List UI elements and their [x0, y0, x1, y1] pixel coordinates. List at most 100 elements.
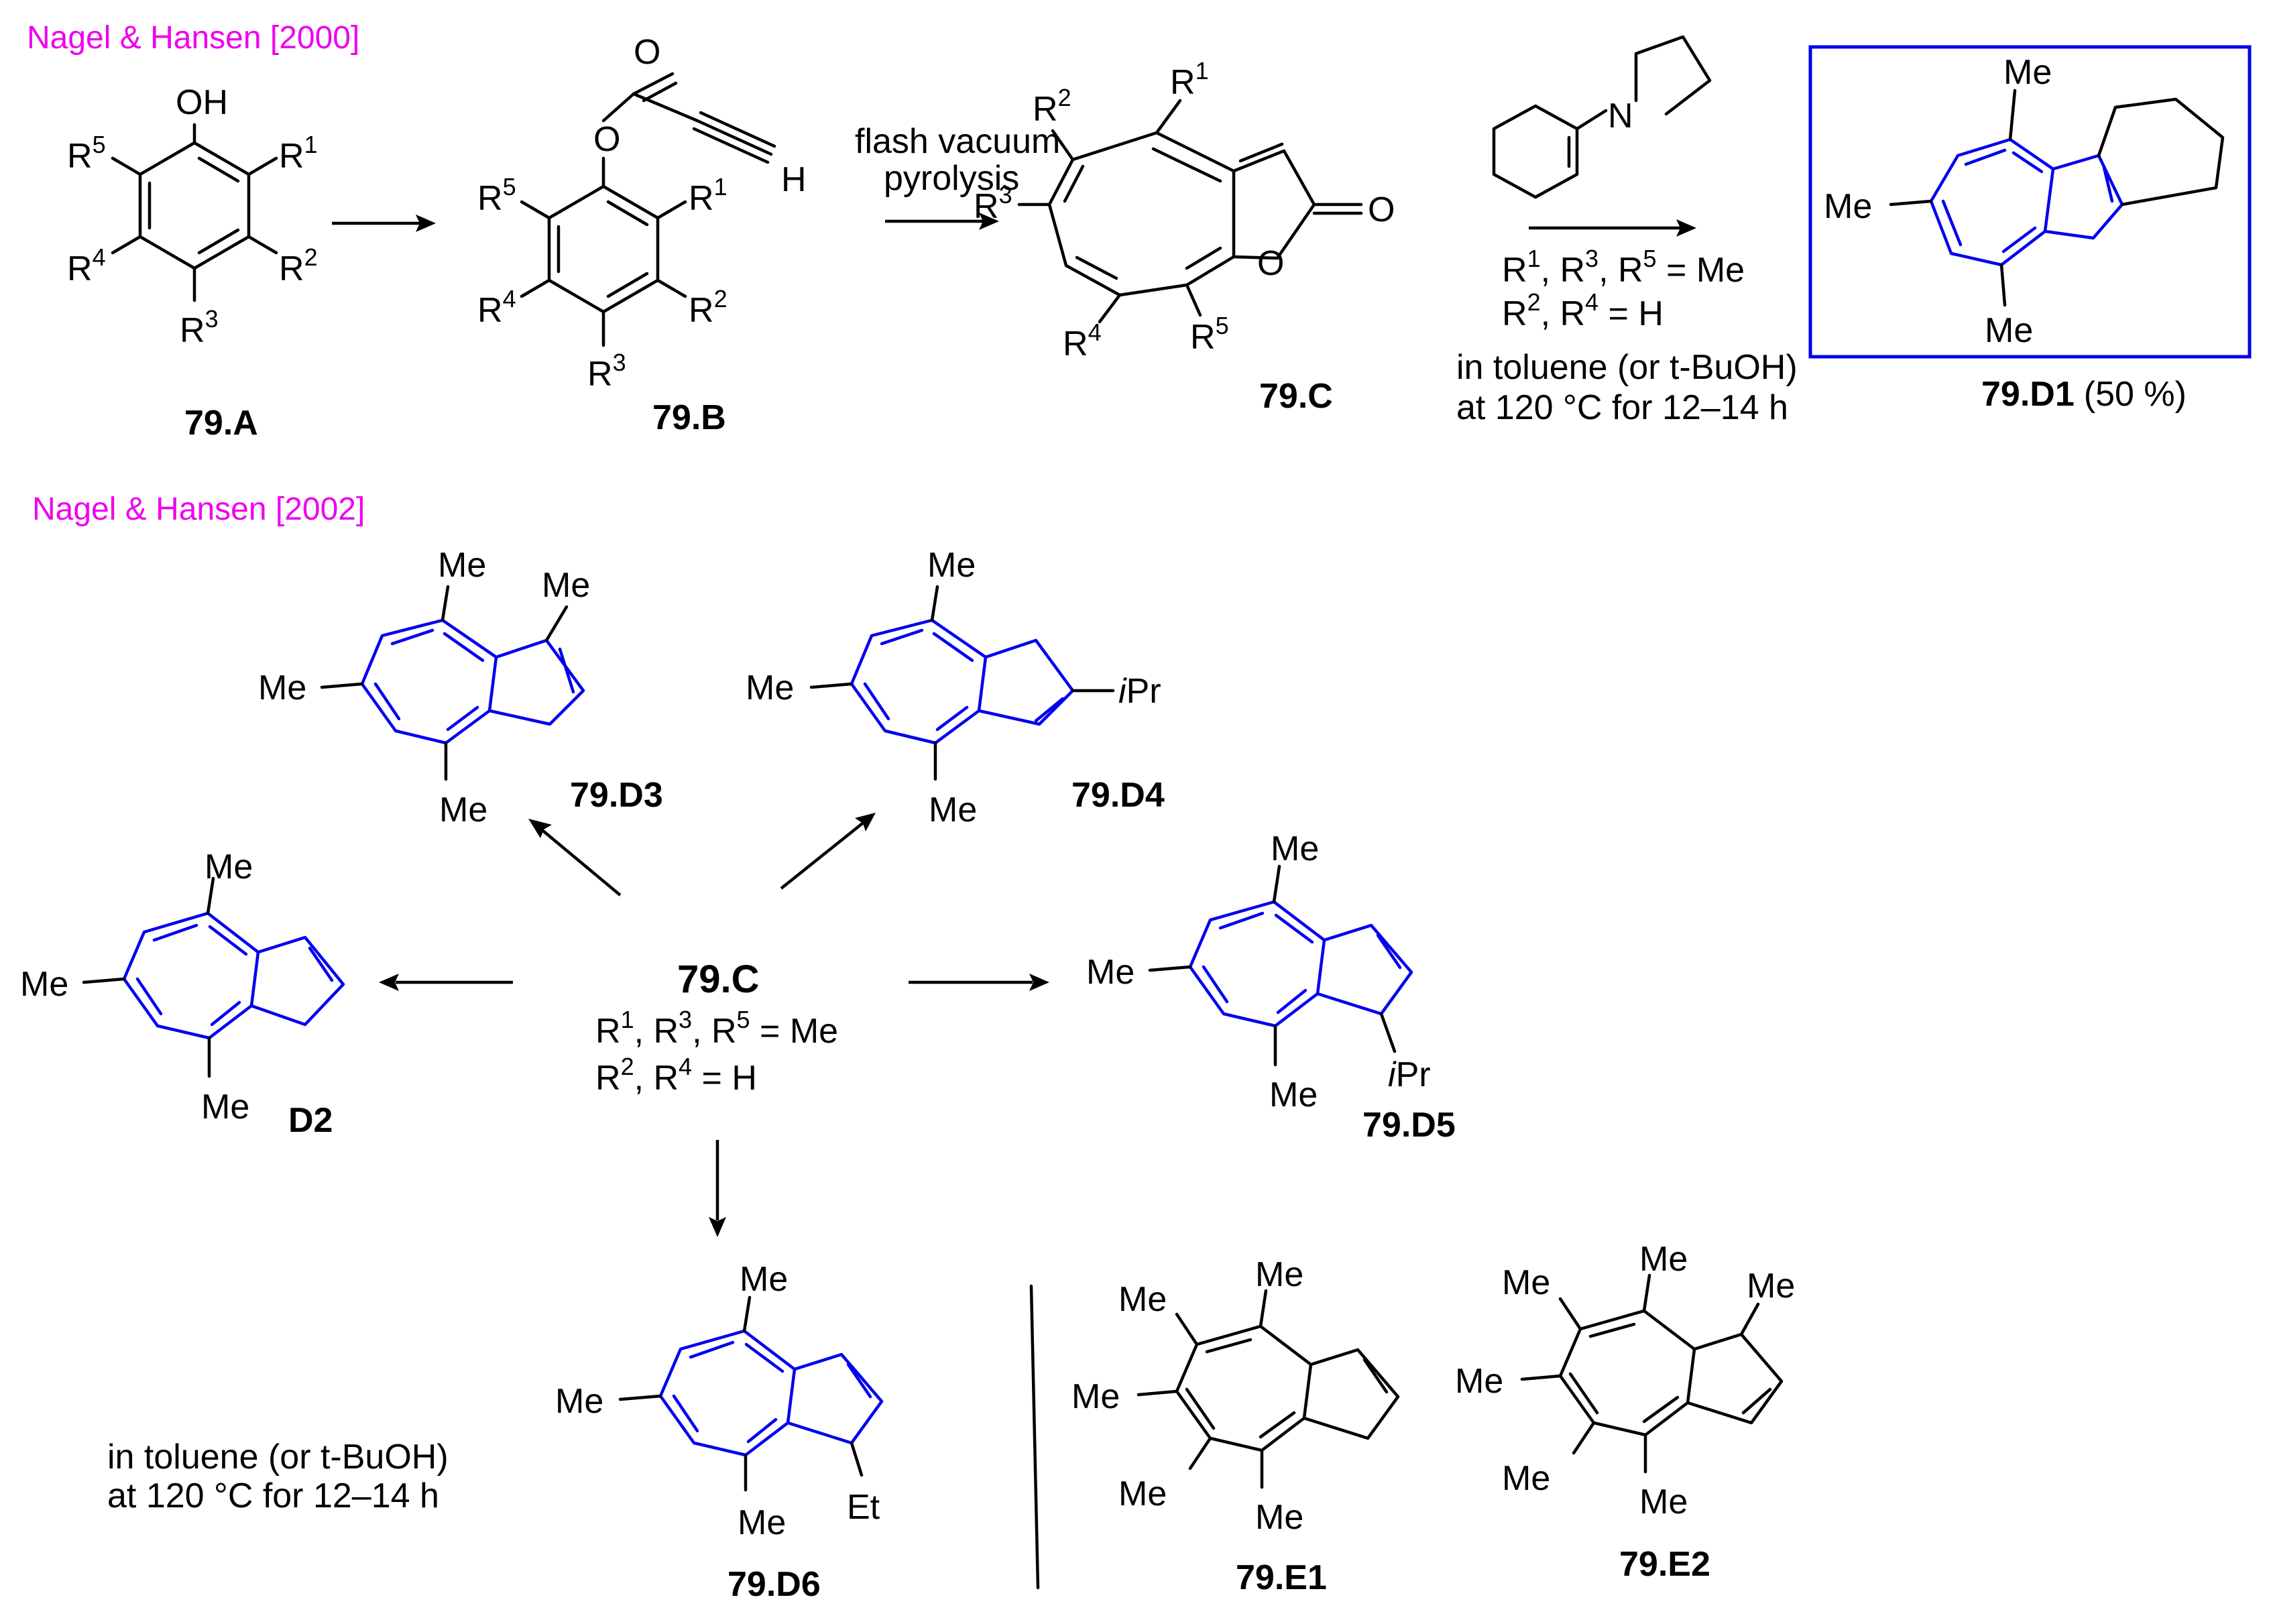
cond-bottom-line1: in toluene (or t-BuOH): [107, 1438, 449, 1476]
label-me3: Me: [1071, 1377, 1120, 1416]
cond-top-line3: in toluene (or t-BuOH): [1456, 348, 1798, 387]
step2-line1: flash vacuum: [855, 122, 1060, 161]
label-h: H: [781, 160, 807, 199]
label-me-left: Me: [746, 669, 794, 707]
compound-79D1: Me Me Me 79.D1(50 %): [1824, 53, 2225, 414]
label-n: N: [1608, 97, 1633, 135]
label-center-79C: 79.C: [677, 958, 760, 1001]
label-ipr: iPr: [1388, 1055, 1431, 1094]
svg-text:R2: R2: [279, 243, 318, 288]
compound-D2: Me Me Me D2: [20, 848, 345, 1140]
center-line2: R2, R4 = H: [595, 1053, 757, 1098]
label-79D1-yield: (50 %): [2084, 375, 2187, 414]
svg-text:R1: R1: [279, 131, 318, 176]
label-D2: D2: [288, 1101, 333, 1140]
arrow-to-D3: [528, 819, 622, 896]
compound-79E1: Me Me Me Me Me 79.E1: [1071, 1255, 1400, 1597]
label-o-ether: O: [593, 120, 620, 159]
label-79C: 79.C: [1259, 377, 1333, 416]
label-me5: Me: [1639, 1483, 1688, 1521]
cond-bottom-line2: at 120 °C for 12–14 h: [107, 1476, 439, 1515]
label-me1: Me: [1255, 1255, 1303, 1294]
label-me-bottom: Me: [201, 1088, 249, 1126]
compound-79C: O O R1 R2 R3 R4 R5 79.C: [974, 57, 1395, 416]
compound-79B: O O H R1 R2 R3 R4 R5 79.B: [477, 33, 807, 437]
label-me-bottom: Me: [738, 1503, 786, 1542]
label-me-left: Me: [20, 965, 68, 1004]
label-me-top: Me: [2003, 53, 2052, 92]
label-me-top: Me: [927, 546, 976, 585]
label-79D5: 79.D5: [1362, 1106, 1456, 1145]
label-79E2: 79.E2: [1619, 1545, 1710, 1584]
label-me4: Me: [1502, 1459, 1550, 1498]
arrow-79C-to-79D1: R1, R3, R5 = Me R2, R4 = H in toluene (o…: [1456, 219, 1798, 427]
compound-79A: OH R1 R2 R3 R4 R5 79.A: [67, 83, 318, 443]
svg-text:R3: R3: [587, 349, 626, 394]
cond-top-line2: R2, R4 = H: [1502, 288, 1664, 333]
label-o-carbonyl: O: [1368, 190, 1395, 229]
compound-79D3: Me Me Me Me 79.D3: [258, 546, 663, 829]
label-me-c1: Me: [542, 566, 590, 605]
label-79B: 79.B: [652, 398, 726, 437]
reagent-pyrrolidine-enamine: N: [1492, 35, 1712, 199]
label-79D4: 79.D4: [1071, 776, 1165, 815]
svg-text:R5: R5: [477, 173, 516, 218]
step2-line2: pyrolysis: [884, 159, 1019, 198]
cond-top-line4: at 120 °C for 12–14 h: [1456, 388, 1788, 427]
center-79C: 79.C R1, R3, R5 = Me R2, R4 = H: [595, 958, 838, 1098]
compound-79D5: Me Me Me iPr 79.D5: [1086, 829, 1456, 1145]
svg-text:R3: R3: [974, 181, 1012, 226]
label-me-bottom: Me: [1269, 1076, 1318, 1114]
compound-79D4: Me iPr Me Me 79.D4: [746, 546, 1165, 829]
arrow-to-D6: [709, 1140, 726, 1237]
label-me-top: Me: [438, 546, 486, 585]
arrow-to-D2: [379, 974, 513, 991]
label-o-carbonyl: O: [634, 33, 660, 72]
svg-text:R4: R4: [1063, 318, 1102, 363]
svg-text:R5: R5: [67, 131, 106, 176]
label-79D1: 79.D1: [1981, 375, 2075, 414]
label-me-left: Me: [258, 669, 306, 707]
label-me-top: Me: [740, 1260, 788, 1299]
svg-text:R3: R3: [180, 305, 219, 350]
label-79D6: 79.D6: [727, 1565, 821, 1604]
highlight-box-79D1: [1808, 45, 2252, 359]
svg-text:79.D1(50 %): 79.D1(50 %): [1981, 375, 2187, 414]
cond-top-line1: R1, R3, R5 = Me: [1502, 245, 1745, 290]
compound-79D6: Me Me Me Et 79.D6: [555, 1260, 884, 1604]
label-me2: Me: [1118, 1280, 1167, 1319]
label-me-bottom: Me: [1985, 311, 2033, 350]
svg-text:R1: R1: [1170, 57, 1209, 102]
compound-79E2: Me Me Me Me Me Me 79.E2: [1455, 1240, 1795, 1584]
label-79A: 79.A: [184, 404, 258, 443]
svg-text:R4: R4: [477, 285, 516, 330]
center-line1: R1, R3, R5 = Me: [595, 1006, 838, 1051]
label-me5: Me: [1255, 1498, 1303, 1537]
label-me-left: Me: [1824, 187, 1872, 226]
svg-text:R2: R2: [689, 285, 727, 330]
label-o-ring: O: [1257, 244, 1284, 283]
label-me-top: Me: [1271, 829, 1319, 868]
label-me-bottom: Me: [929, 791, 977, 829]
label-79E1: 79.E1: [1236, 1558, 1327, 1597]
arrow-79B-to-79C: flash vacuum pyrolysis: [855, 122, 1060, 230]
svg-text:R2: R2: [1033, 84, 1071, 129]
label-me1: Me: [1639, 1240, 1688, 1279]
label-me-bottom: Me: [439, 791, 487, 829]
label-me6: Me: [1747, 1267, 1795, 1306]
label-me4: Me: [1118, 1474, 1167, 1513]
citation-bottom: Nagel & Hansen [2002]: [32, 491, 365, 527]
label-me-top: Me: [205, 848, 253, 886]
svg-text:R1: R1: [689, 173, 727, 218]
arrow-79A-to-79B: [332, 215, 436, 232]
label-oh: OH: [176, 83, 228, 122]
label-79D3: 79.D3: [570, 776, 663, 815]
svg-text:R5: R5: [1190, 312, 1229, 357]
label-me-left: Me: [1086, 953, 1134, 992]
citation-top: Nagel & Hansen [2000]: [27, 20, 359, 56]
label-et: Et: [847, 1488, 880, 1527]
label-me-left: Me: [555, 1382, 603, 1421]
label-ipr: iPr: [1118, 672, 1161, 711]
label-me2: Me: [1502, 1263, 1550, 1302]
